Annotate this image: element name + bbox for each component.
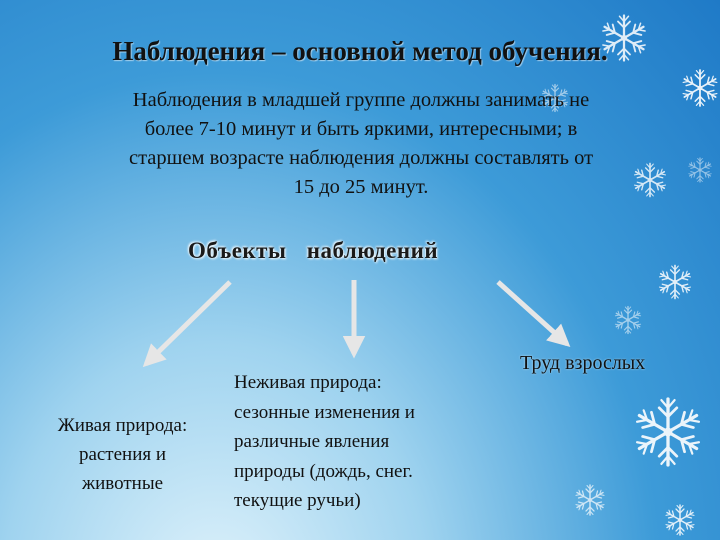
snowflake-icon (615, 307, 642, 334)
intro-line: Наблюдения в младшей группе должны заним… (132, 89, 590, 111)
nonliving-nature-line: природы (дождь, снег. (234, 460, 413, 482)
slide-title: Наблюдения – основной метод обучения. (112, 36, 608, 66)
adult-labor-text: Труд взрослых (520, 352, 646, 374)
nonliving-nature-line: сезонные изменения и (234, 401, 415, 423)
living-nature-line: животные (81, 473, 164, 494)
intro-line: старшем возрасте наблюдения должны соста… (128, 147, 594, 169)
snowflake-icon (665, 505, 695, 535)
nonliving-nature-line: Неживая природа: (234, 372, 382, 393)
living-nature-text: Живая природа: растения и животные (20, 411, 225, 498)
living-nature-line: растения и (78, 444, 167, 465)
nonliving-nature-text: Неживая природа: сезонные изменения и ра… (234, 368, 524, 516)
objects-heading: Объекты наблюдений (188, 238, 439, 263)
arrow-to-living (142, 280, 232, 368)
snowflake-icon (659, 266, 692, 299)
intro-line: 15 до 25 минут. (293, 176, 429, 198)
nonliving-nature-line: текущие ручьи) (234, 490, 361, 511)
nonliving-nature-line: различные явления (234, 431, 390, 452)
intro-line: более 7-10 минут и быть яркими, интересн… (144, 118, 578, 140)
intro-paragraph: Наблюдения в младшей группе должны заним… (30, 86, 692, 202)
living-nature-line: Живая природа: (57, 415, 188, 436)
snowflake-icon (575, 485, 605, 515)
arrow-to-labor (496, 280, 571, 348)
snowflake-icon (635, 399, 701, 465)
